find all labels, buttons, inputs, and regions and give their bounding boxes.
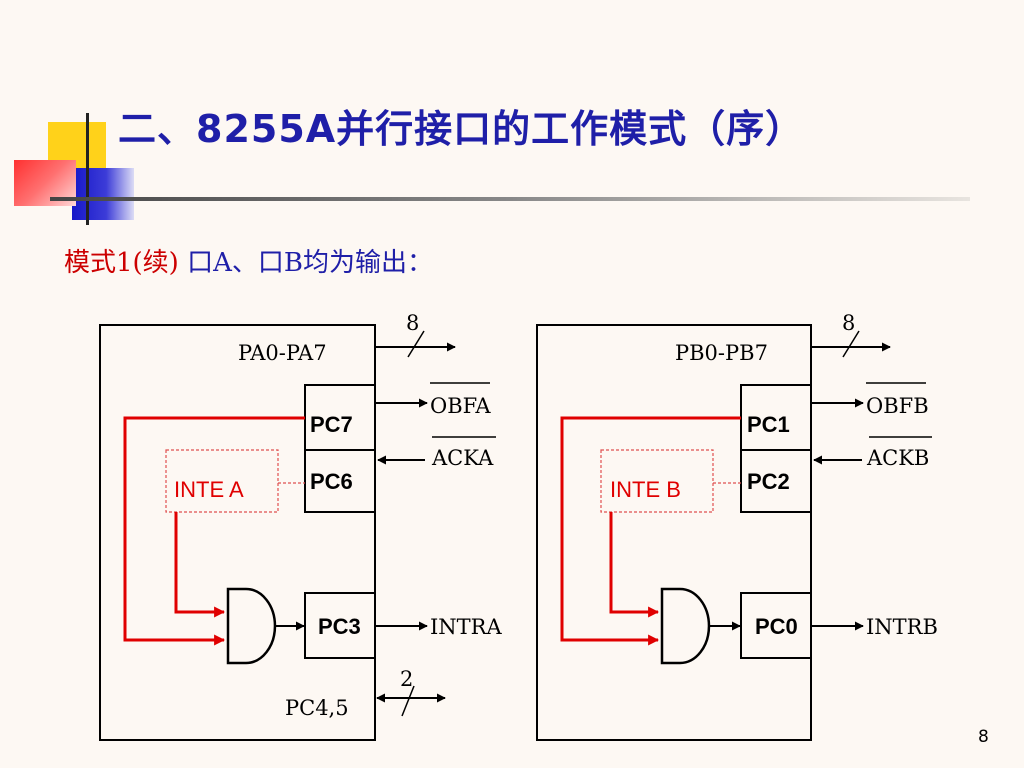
slide-title: 二、8255A并行接口的工作模式（序） xyxy=(118,107,805,151)
obf-feedback-wire-a xyxy=(123,416,305,646)
inte-b-label: INTE B xyxy=(610,477,681,502)
pin-pc2-label: PC2 xyxy=(747,469,790,494)
pc45-slash xyxy=(401,685,415,717)
pin-pc3-box xyxy=(304,592,376,659)
inte-a-box xyxy=(165,449,279,513)
pin-pc7-label: PC7 xyxy=(310,412,353,437)
decor-horizontal-line xyxy=(50,197,970,201)
port-a-bus-slash xyxy=(407,330,425,358)
port-b-group: PB0-PB7 8 PC1 PC2 PC0 OBFB ACKB INTE B I… xyxy=(536,311,938,741)
inte-wire-b xyxy=(609,512,660,618)
and-gate-b xyxy=(660,587,711,665)
acka-label: ACKA xyxy=(431,446,494,470)
pin-pc6-box xyxy=(304,449,376,513)
port-b-chip-box xyxy=(536,324,812,741)
port-a-chip-box xyxy=(99,324,376,741)
obfa-label: OBFA xyxy=(430,394,491,418)
page-number: 8 xyxy=(978,727,989,747)
pin-pc0-label: PC0 xyxy=(755,614,798,639)
port-a-bus-width: 8 xyxy=(406,311,419,335)
obf-feedback-wire-b xyxy=(560,416,741,646)
pin-pc3-label: PC3 xyxy=(318,614,361,639)
intra-label: INTRA xyxy=(430,615,502,639)
port-a-group: PA0-PA7 8 PC7 PC6 PC3 OBFA ACKA INTE A I xyxy=(99,311,502,741)
port-b-bus-slash xyxy=(842,330,860,358)
pc45-width: 2 xyxy=(400,667,413,691)
ackb-label: ACKB xyxy=(866,446,929,470)
and-gate-a xyxy=(226,587,277,665)
mode-description: 口A、口B均为输出： xyxy=(187,248,433,278)
pc45-label: PC4,5 xyxy=(285,696,349,720)
pin-pc2-box xyxy=(740,449,812,513)
inte-a-label: INTE A xyxy=(174,477,244,502)
port-a-bus-label: PA0-PA7 xyxy=(238,341,327,365)
decor-blue-square xyxy=(72,168,134,220)
slide-subtitle: 模式1(续) 口A、口B均为输出： xyxy=(64,242,433,279)
inte-wire-a xyxy=(174,512,226,618)
inte-b-box xyxy=(600,449,714,513)
pin-pc1-label: PC1 xyxy=(747,412,790,437)
port-b-bus-label: PB0-PB7 xyxy=(675,341,768,365)
mode-label: 模式1(续) xyxy=(64,248,179,278)
intrb-label: INTRB xyxy=(866,615,938,639)
obfb-label: OBFB xyxy=(866,394,929,418)
decor-vertical-line xyxy=(86,113,89,225)
pin-pc6-label: PC6 xyxy=(310,469,353,494)
port-b-bus-width: 8 xyxy=(842,311,855,335)
